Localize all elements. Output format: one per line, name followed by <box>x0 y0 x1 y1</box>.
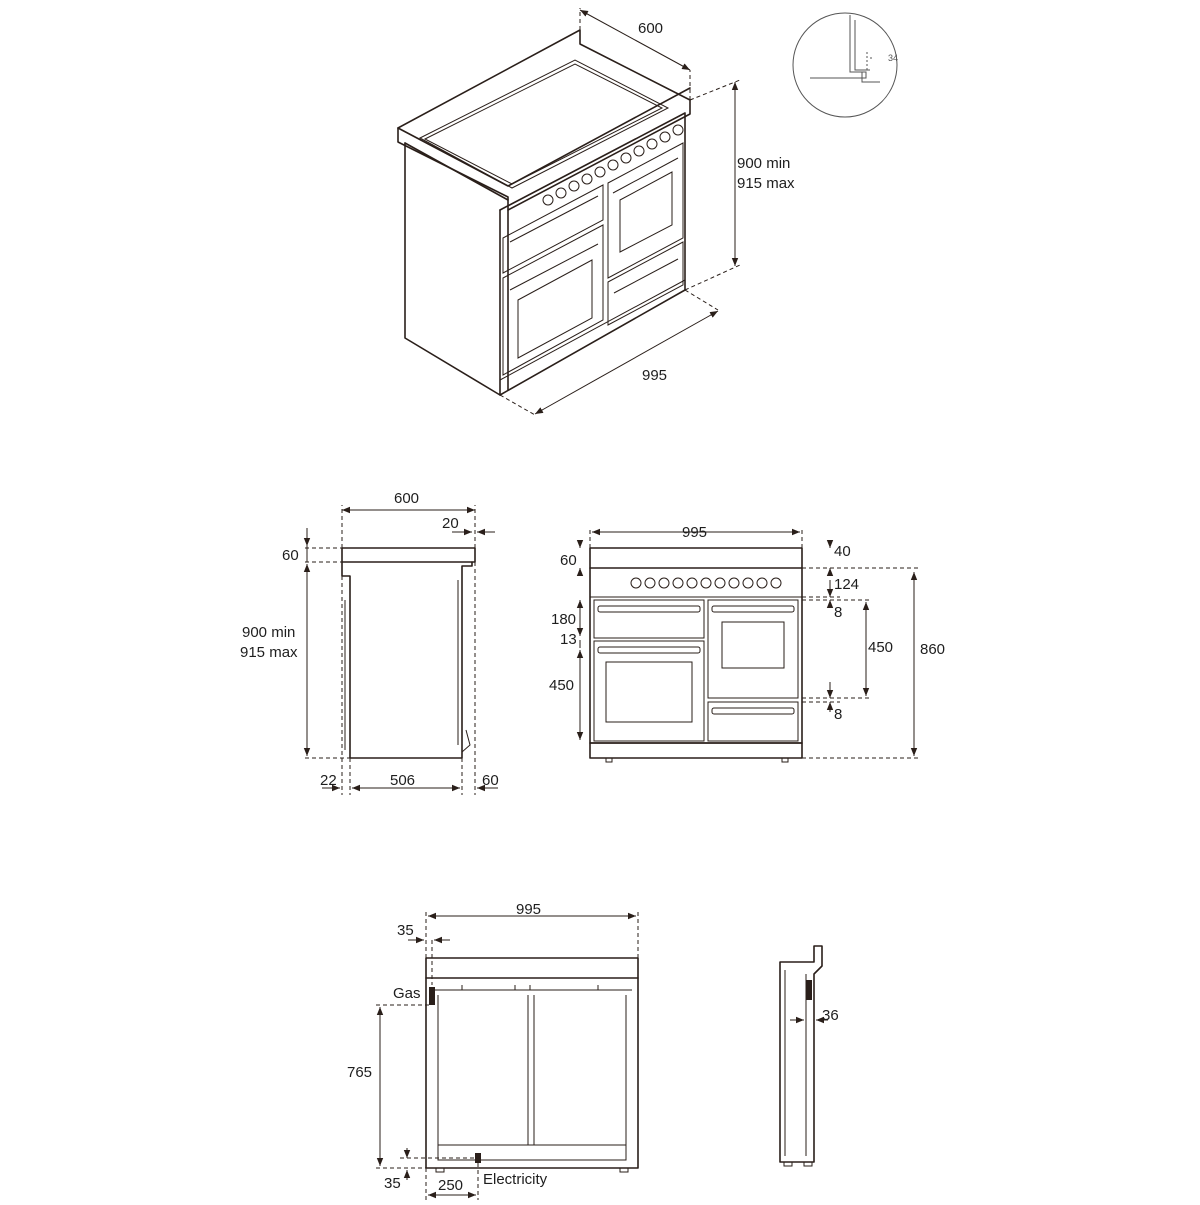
front-8-bottom-label: 8 <box>834 706 842 723</box>
side-506-label: 506 <box>390 772 415 789</box>
front-60-label: 60 <box>560 552 577 569</box>
side-20-label: 20 <box>442 515 459 532</box>
detail-34-label: 34 <box>888 53 898 63</box>
side-60-bottom-label: 60 <box>482 772 499 789</box>
side-height-min-label: 900 min <box>242 624 295 641</box>
front-8-top-label: 8 <box>834 604 842 621</box>
back-765-label: 765 <box>347 1064 372 1081</box>
front-13-label: 13 <box>560 631 577 648</box>
front-124-label: 124 <box>834 576 859 593</box>
iso-knobs <box>542 124 684 206</box>
side-60-top-label: 60 <box>282 547 299 564</box>
side-22-label: 22 <box>320 772 337 789</box>
back-250-label: 250 <box>438 1177 463 1194</box>
profile-36-label: 36 <box>822 1007 839 1024</box>
iso-width-label: 995 <box>642 367 667 384</box>
iso-depth-label: 600 <box>638 20 663 37</box>
back-electricity-label: Electricity <box>483 1171 548 1188</box>
side-height-max-label: 915 max <box>240 644 298 661</box>
front-width-label: 995 <box>682 524 707 541</box>
front-knobs <box>630 577 782 589</box>
detail-circle <box>792 12 898 118</box>
profile-view <box>779 945 828 1167</box>
back-view <box>376 912 639 1200</box>
iso-height-max-label: 915 max <box>737 175 795 192</box>
front-860-label: 860 <box>920 641 945 658</box>
back-width-label: 995 <box>516 901 541 918</box>
front-450-left-label: 450 <box>549 677 574 694</box>
back-gas-label: Gas <box>393 985 421 1002</box>
back-35-bottom-label: 35 <box>384 1175 401 1192</box>
front-40-label: 40 <box>834 543 851 560</box>
front-450-right-label: 450 <box>868 639 893 656</box>
iso-height-min-label: 900 min <box>737 155 790 172</box>
back-35-top-label: 35 <box>397 922 414 939</box>
side-view <box>303 505 498 795</box>
front-view <box>576 528 918 763</box>
front-180-label: 180 <box>551 611 576 628</box>
isometric-view <box>397 8 741 416</box>
side-width-label: 600 <box>394 490 419 507</box>
